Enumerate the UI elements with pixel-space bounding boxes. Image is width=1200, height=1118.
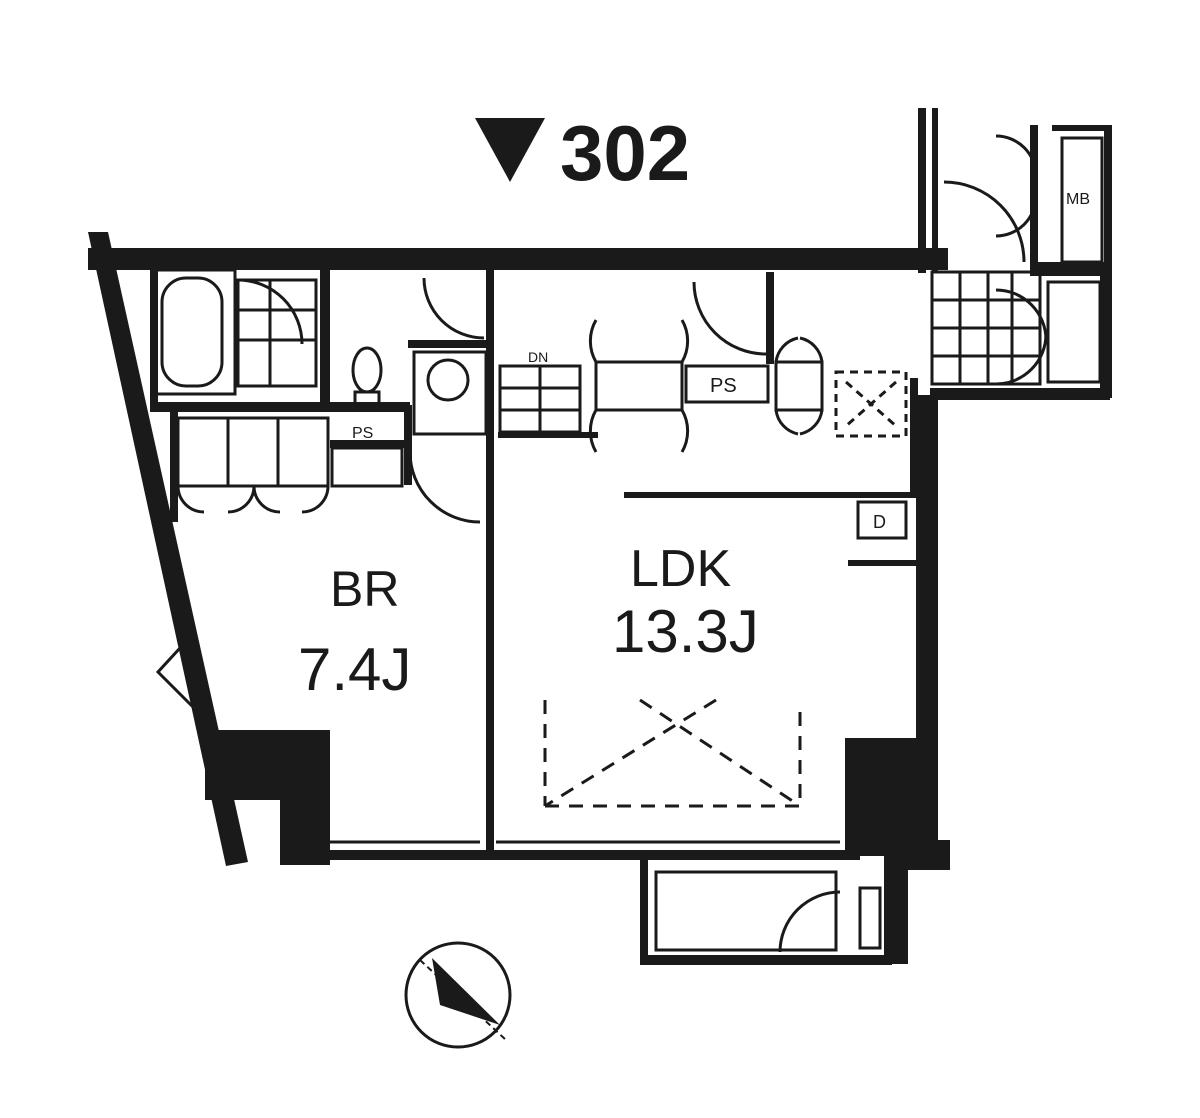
- ps-main-label: PS: [710, 375, 737, 397]
- mb-label: MB: [1066, 191, 1090, 208]
- north-arrow-icon: [404, 941, 512, 1049]
- outer-walls: [88, 108, 1112, 965]
- ps-small-label: PS: [352, 425, 373, 442]
- triangle-down-icon: [475, 118, 545, 182]
- ldk-name: LDK: [630, 540, 731, 598]
- dn-label: DN: [528, 349, 548, 365]
- br-name: BR: [330, 561, 399, 617]
- br-area: 7.4J: [298, 636, 411, 703]
- unit-number: 302: [560, 109, 690, 197]
- fixture-outlines: [153, 134, 1104, 953]
- ldk-area: 13.3J: [612, 598, 759, 665]
- d-label: D: [873, 512, 886, 532]
